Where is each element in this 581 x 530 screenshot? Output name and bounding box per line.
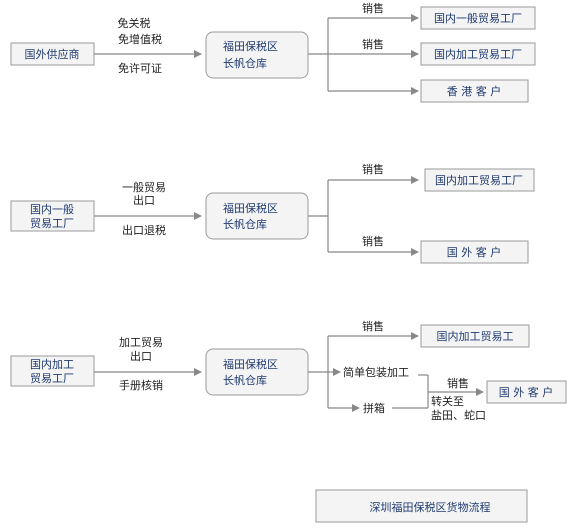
source-label-line-2: 贸易工厂 bbox=[30, 372, 74, 385]
warehouse-line-2: 长帆仓库 bbox=[223, 56, 267, 70]
pack-label: 拼箱 bbox=[363, 401, 385, 415]
target-box-domestic-processing bbox=[420, 324, 530, 348]
flow1-sale-label-1: 销售 bbox=[362, 1, 384, 15]
target-label: 香 港 客 户 bbox=[447, 84, 502, 98]
warehouse-box bbox=[205, 192, 309, 240]
flow3-label-1: 加工贸易 bbox=[119, 336, 163, 349]
flow3-sale-label-right: 销售 bbox=[447, 376, 469, 390]
flow3-sale-label-top: 销售 bbox=[362, 319, 384, 333]
transfer-label-line-1: 转关至 bbox=[431, 394, 464, 408]
source-label: 国外供应商 bbox=[25, 47, 80, 61]
warehouse-box bbox=[205, 348, 309, 396]
target-label: 国 外 客 户 bbox=[499, 385, 554, 399]
flow3-label-2: 出口 bbox=[130, 349, 152, 363]
flow2-sale-label-2: 销售 bbox=[362, 234, 384, 248]
target-box-domestic-processing bbox=[424, 168, 535, 192]
source-box-domestic-processing bbox=[10, 355, 95, 387]
flow2-sale-label-1: 销售 bbox=[362, 162, 384, 176]
target-box-domestic-processing bbox=[420, 42, 536, 66]
target-box-domestic-general bbox=[420, 6, 536, 30]
warehouse-line-2: 长帆仓库 bbox=[223, 373, 267, 387]
warehouse-line-1: 福田保税区 bbox=[223, 201, 278, 215]
flow2-label-2: 出口 bbox=[133, 193, 155, 207]
warehouse-line-2: 长帆仓库 bbox=[223, 217, 267, 231]
target-box-foreign-customer bbox=[420, 240, 529, 264]
flow1-sale-label-2: 销售 bbox=[362, 37, 384, 51]
warehouse-box bbox=[205, 31, 309, 79]
source-label-line-1: 国内加工 bbox=[30, 357, 74, 371]
source-label-line-2: 贸易工厂 bbox=[30, 217, 74, 230]
target-label: 国 外 客 户 bbox=[447, 245, 502, 259]
flow2-label-1: 一般贸易 bbox=[122, 181, 166, 194]
source-label-line-1: 国内一般 bbox=[30, 202, 74, 216]
flow2-label-3: 出口退税 bbox=[122, 223, 166, 237]
target-box-hk-customer bbox=[420, 79, 529, 103]
flow1-label-3: 免许可证 bbox=[118, 61, 162, 75]
title-box bbox=[315, 489, 528, 523]
target-label: 国内加工贸易工厂 bbox=[435, 173, 523, 187]
target-label: 国内加工贸易工 bbox=[437, 329, 514, 343]
flow1-label-2: 免增值税 bbox=[118, 32, 162, 46]
process-label: 简单包装加工 bbox=[343, 365, 409, 379]
target-box-foreign-customer bbox=[486, 380, 567, 404]
flow-2: 国内一般 贸易工厂 一般贸易 出口 出口退税 福田保税区 长帆仓库 销售 销售 … bbox=[10, 162, 535, 264]
flow1-label-1: 免关税 bbox=[118, 16, 151, 30]
flow-3: 国内加工 贸易工厂 加工贸易 出口 手册核销 福田保税区 长帆仓库 销售 国内加… bbox=[10, 319, 567, 422]
flow-1: 国外供应商 免关税 免增值税 免许可证 福田保税区 长帆仓库 销售 销售 国内一… bbox=[10, 1, 536, 103]
transfer-label-line-2: 盐田、蛇口 bbox=[431, 408, 486, 422]
target-label: 国内一般贸易工厂 bbox=[434, 11, 522, 25]
target-label: 国内加工贸易工厂 bbox=[434, 47, 522, 61]
diagram-title: 深圳福田保税区货物流程 bbox=[370, 500, 491, 514]
warehouse-line-1: 福田保税区 bbox=[223, 357, 278, 371]
flow3-label-3: 手册核销 bbox=[119, 378, 163, 392]
warehouse-line-1: 福田保税区 bbox=[223, 39, 278, 53]
